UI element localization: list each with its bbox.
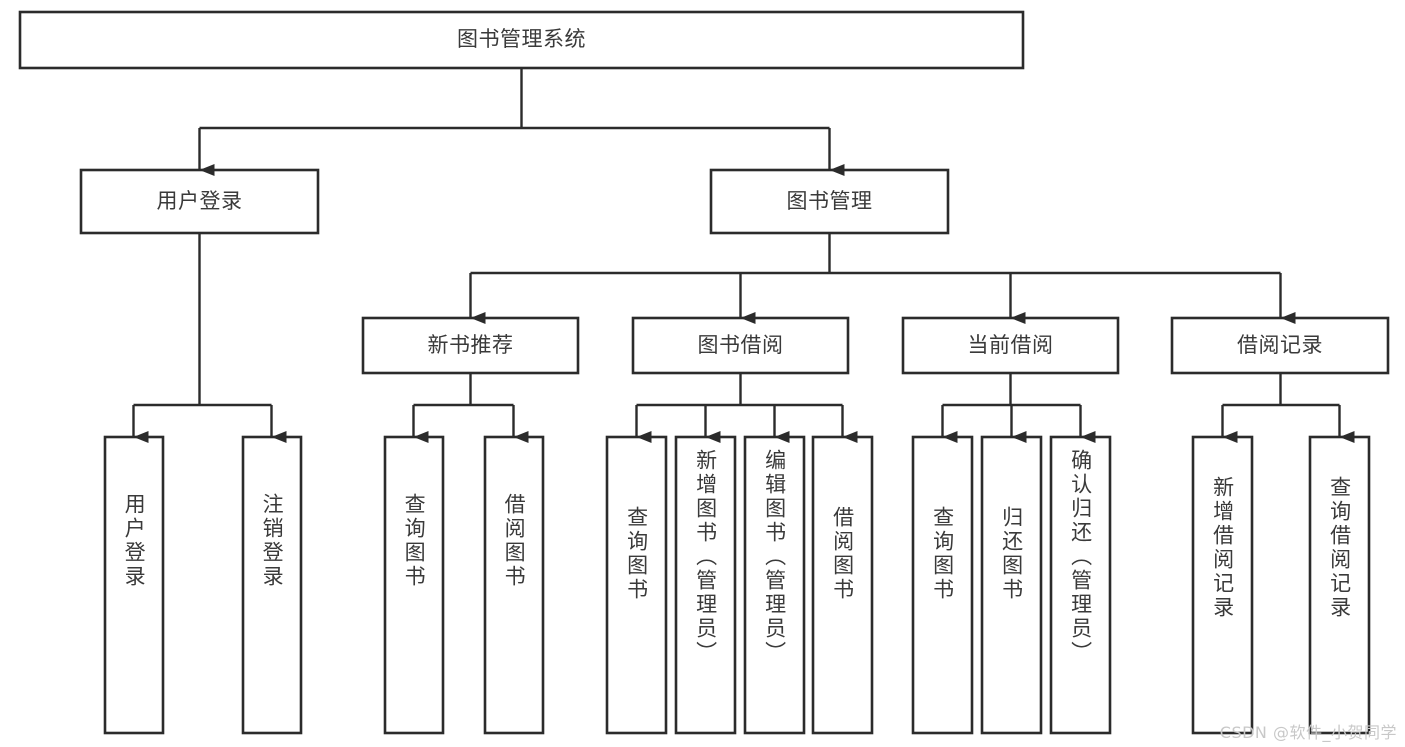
- leaf-box-3[interactable]: [483, 435, 545, 735]
- node-box-current-borrowing[interactable]: [901, 316, 1120, 375]
- node-box-root[interactable]: [18, 10, 1025, 70]
- node-box-new-book-recommendation[interactable]: [361, 316, 580, 375]
- csdn-watermark: CSDN @软件_小贺同学: [1219, 723, 1397, 742]
- node-box-user-login[interactable]: [79, 168, 320, 235]
- leaf-box-0[interactable]: [103, 435, 165, 735]
- leaf-box-8[interactable]: [911, 435, 974, 735]
- leaf-box-1[interactable]: [241, 435, 303, 735]
- leaf-box-5[interactable]: [674, 435, 737, 735]
- node-box-borrowing-records[interactable]: [1170, 316, 1390, 375]
- leaf-box-11[interactable]: [1191, 435, 1254, 735]
- node-box-book-borrowing[interactable]: [631, 316, 850, 375]
- node-box-book-management[interactable]: [709, 168, 950, 235]
- leaf-box-10[interactable]: [1049, 435, 1112, 735]
- leaf-box-6[interactable]: [743, 435, 806, 735]
- connectors: [132, 68, 1355, 443]
- leaf-box-12[interactable]: [1308, 435, 1371, 735]
- node-boxes: [18, 10, 1390, 735]
- leaf-box-4[interactable]: [605, 435, 668, 735]
- leaf-box-2[interactable]: [383, 435, 445, 735]
- leaf-box-9[interactable]: [980, 435, 1043, 735]
- leaf-box-7[interactable]: [811, 435, 874, 735]
